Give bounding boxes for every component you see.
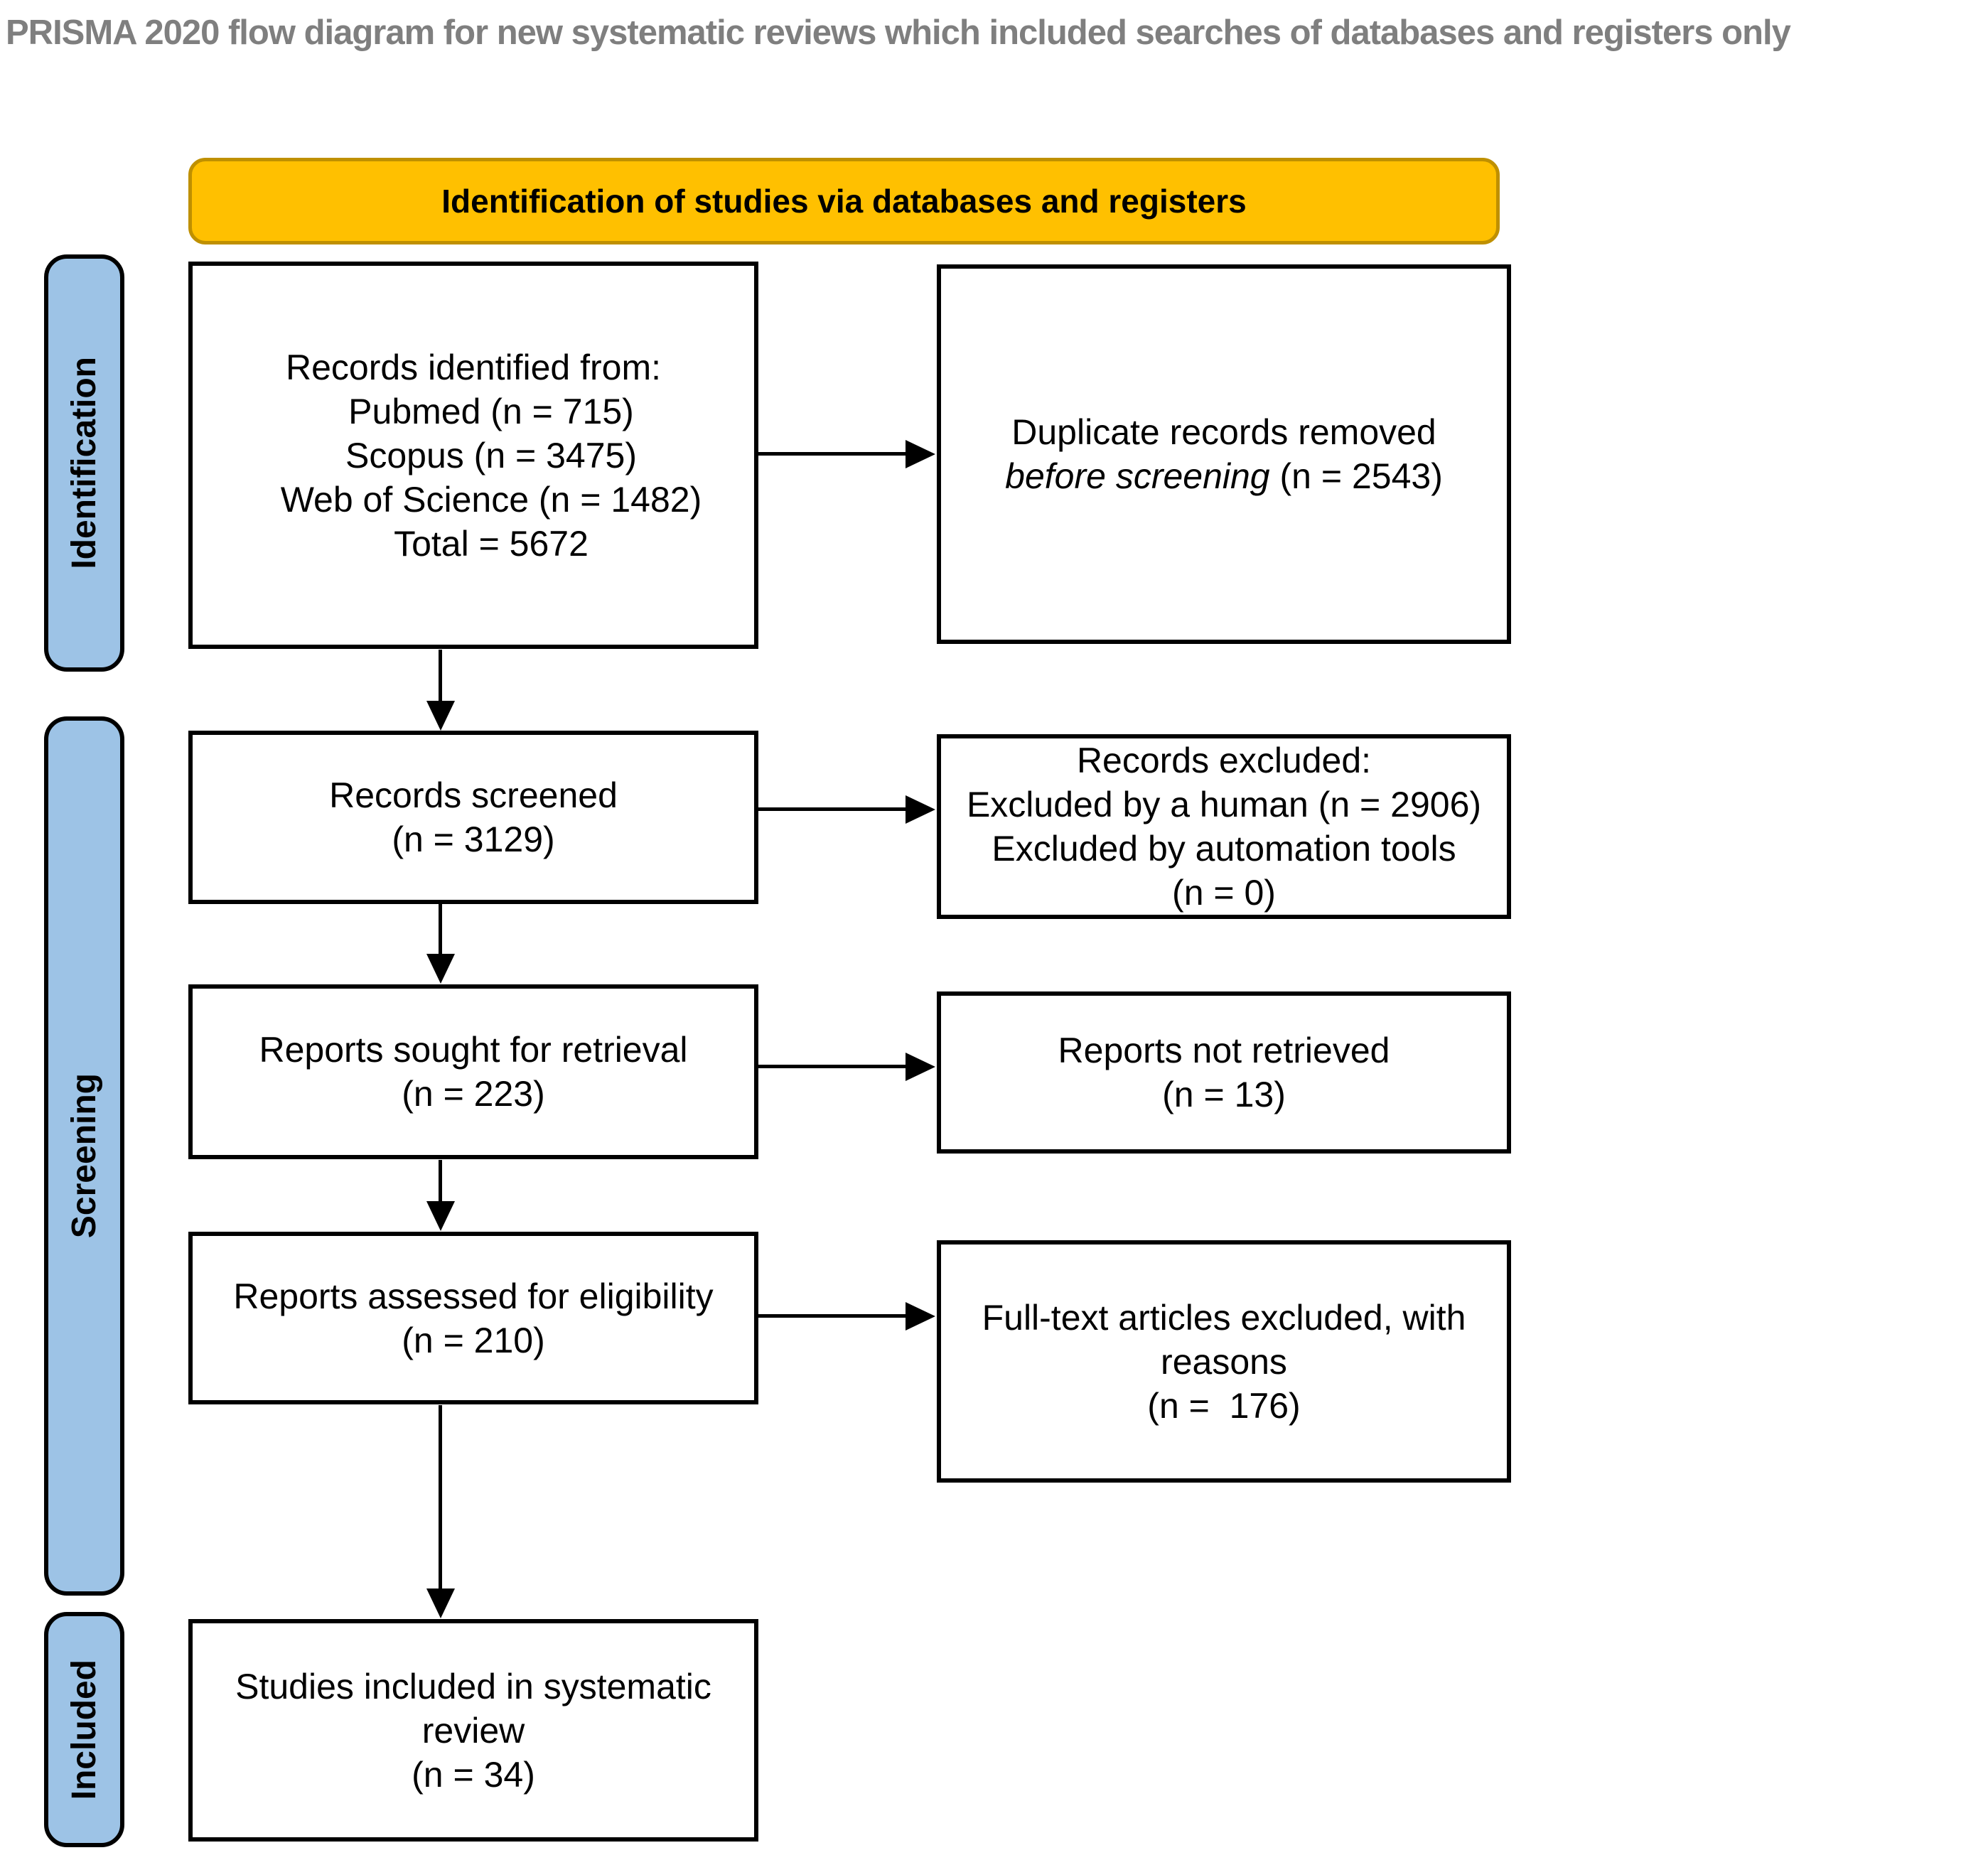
reports-sought-label: Reports sought for retrieval [259,1030,688,1070]
arrow-identified-to-screened [426,650,455,731]
arrow-identified-to-duplicates [756,439,935,468]
stage-label-screening: Screening [65,1073,103,1239]
fulltext-excluded-line1: Full-text articles excluded, with [982,1297,1466,1338]
box-reports-not-retrieved: Reports not retrieved (n = 13) [937,991,1511,1154]
stage-bar-included: Included [44,1612,124,1847]
box-records-screened: Records screened (n = 3129) [188,731,758,904]
box-records-identified: Records identified from: Pubmed (n = 715… [188,262,758,649]
duplicates-removed-italic: before screening [1005,456,1270,496]
arrow-assessed-to-fulltext [756,1301,935,1331]
reports-assessed-label: Reports assessed for eligibility [233,1276,714,1316]
records-screened-label: Records screened [329,775,618,815]
box-studies-included: Studies included in systematic review (n… [188,1619,758,1842]
arrow-sought-to-assessed [426,1160,455,1231]
arrow-screened-to-sought [426,904,455,984]
arrow-screened-to-excluded [756,795,935,824]
records-identified-total: Total = 5672 [394,523,589,564]
stage-bar-identification: Identification [44,254,124,672]
box-duplicates-removed: Duplicate records removed before screeni… [937,264,1511,644]
records-identified-pubmed: Pubmed (n = 715) [348,391,634,431]
box-records-excluded: Records excluded: Excluded by a human (n… [937,734,1511,919]
duplicates-removed-count: (n = 2543) [1269,456,1443,496]
records-excluded-human: Excluded by a human (n = 2906) [966,785,1482,824]
records-identified-scopus: Scopus (n = 3475) [345,435,637,475]
header-banner-label: Identification of studies via databases … [441,183,1247,220]
fulltext-excluded-count: (n = 176) [1147,1385,1301,1426]
box-fulltext-excluded: Full-text articles excluded, with reason… [937,1240,1511,1483]
box-reports-assessed: Reports assessed for eligibility (n = 21… [188,1232,758,1404]
stage-label-included: Included [65,1659,103,1800]
fulltext-excluded-line2: reasons [1161,1341,1287,1382]
stage-bar-screening: Screening [44,716,124,1596]
box-reports-sought: Reports sought for retrieval (n = 223) [188,984,758,1159]
arrow-assessed-to-included [426,1405,455,1618]
stage-label-identification: Identification [65,357,103,569]
reports-assessed-count: (n = 210) [402,1320,545,1360]
reports-not-retrieved-count: (n = 13) [1162,1075,1286,1114]
records-excluded-automation-count: (n = 0) [1172,873,1276,913]
records-identified-wos: Web of Science (n = 1482) [280,479,702,520]
studies-included-line1: Studies included in systematic [235,1666,711,1706]
records-excluded-heading: Records excluded: [1076,741,1372,780]
duplicates-removed-line1: Duplicate records removed [1011,412,1436,452]
duplicates-removed-line2: before screening (n = 2543) [941,454,1507,498]
arrow-sought-to-notretrieved [756,1052,935,1081]
records-screened-count: (n = 3129) [392,819,555,859]
reports-not-retrieved-label: Reports not retrieved [1058,1031,1390,1070]
reports-sought-count: (n = 223) [402,1074,545,1114]
page-title: PRISMA 2020 flow diagram for new systema… [6,14,1791,52]
studies-included-line2: review [421,1710,525,1751]
records-identified-heading: Records identified from: [285,347,661,387]
header-banner: Identification of studies via databases … [188,158,1500,244]
records-excluded-automation: Excluded by automation tools [992,829,1456,869]
studies-included-count: (n = 34) [412,1754,535,1795]
